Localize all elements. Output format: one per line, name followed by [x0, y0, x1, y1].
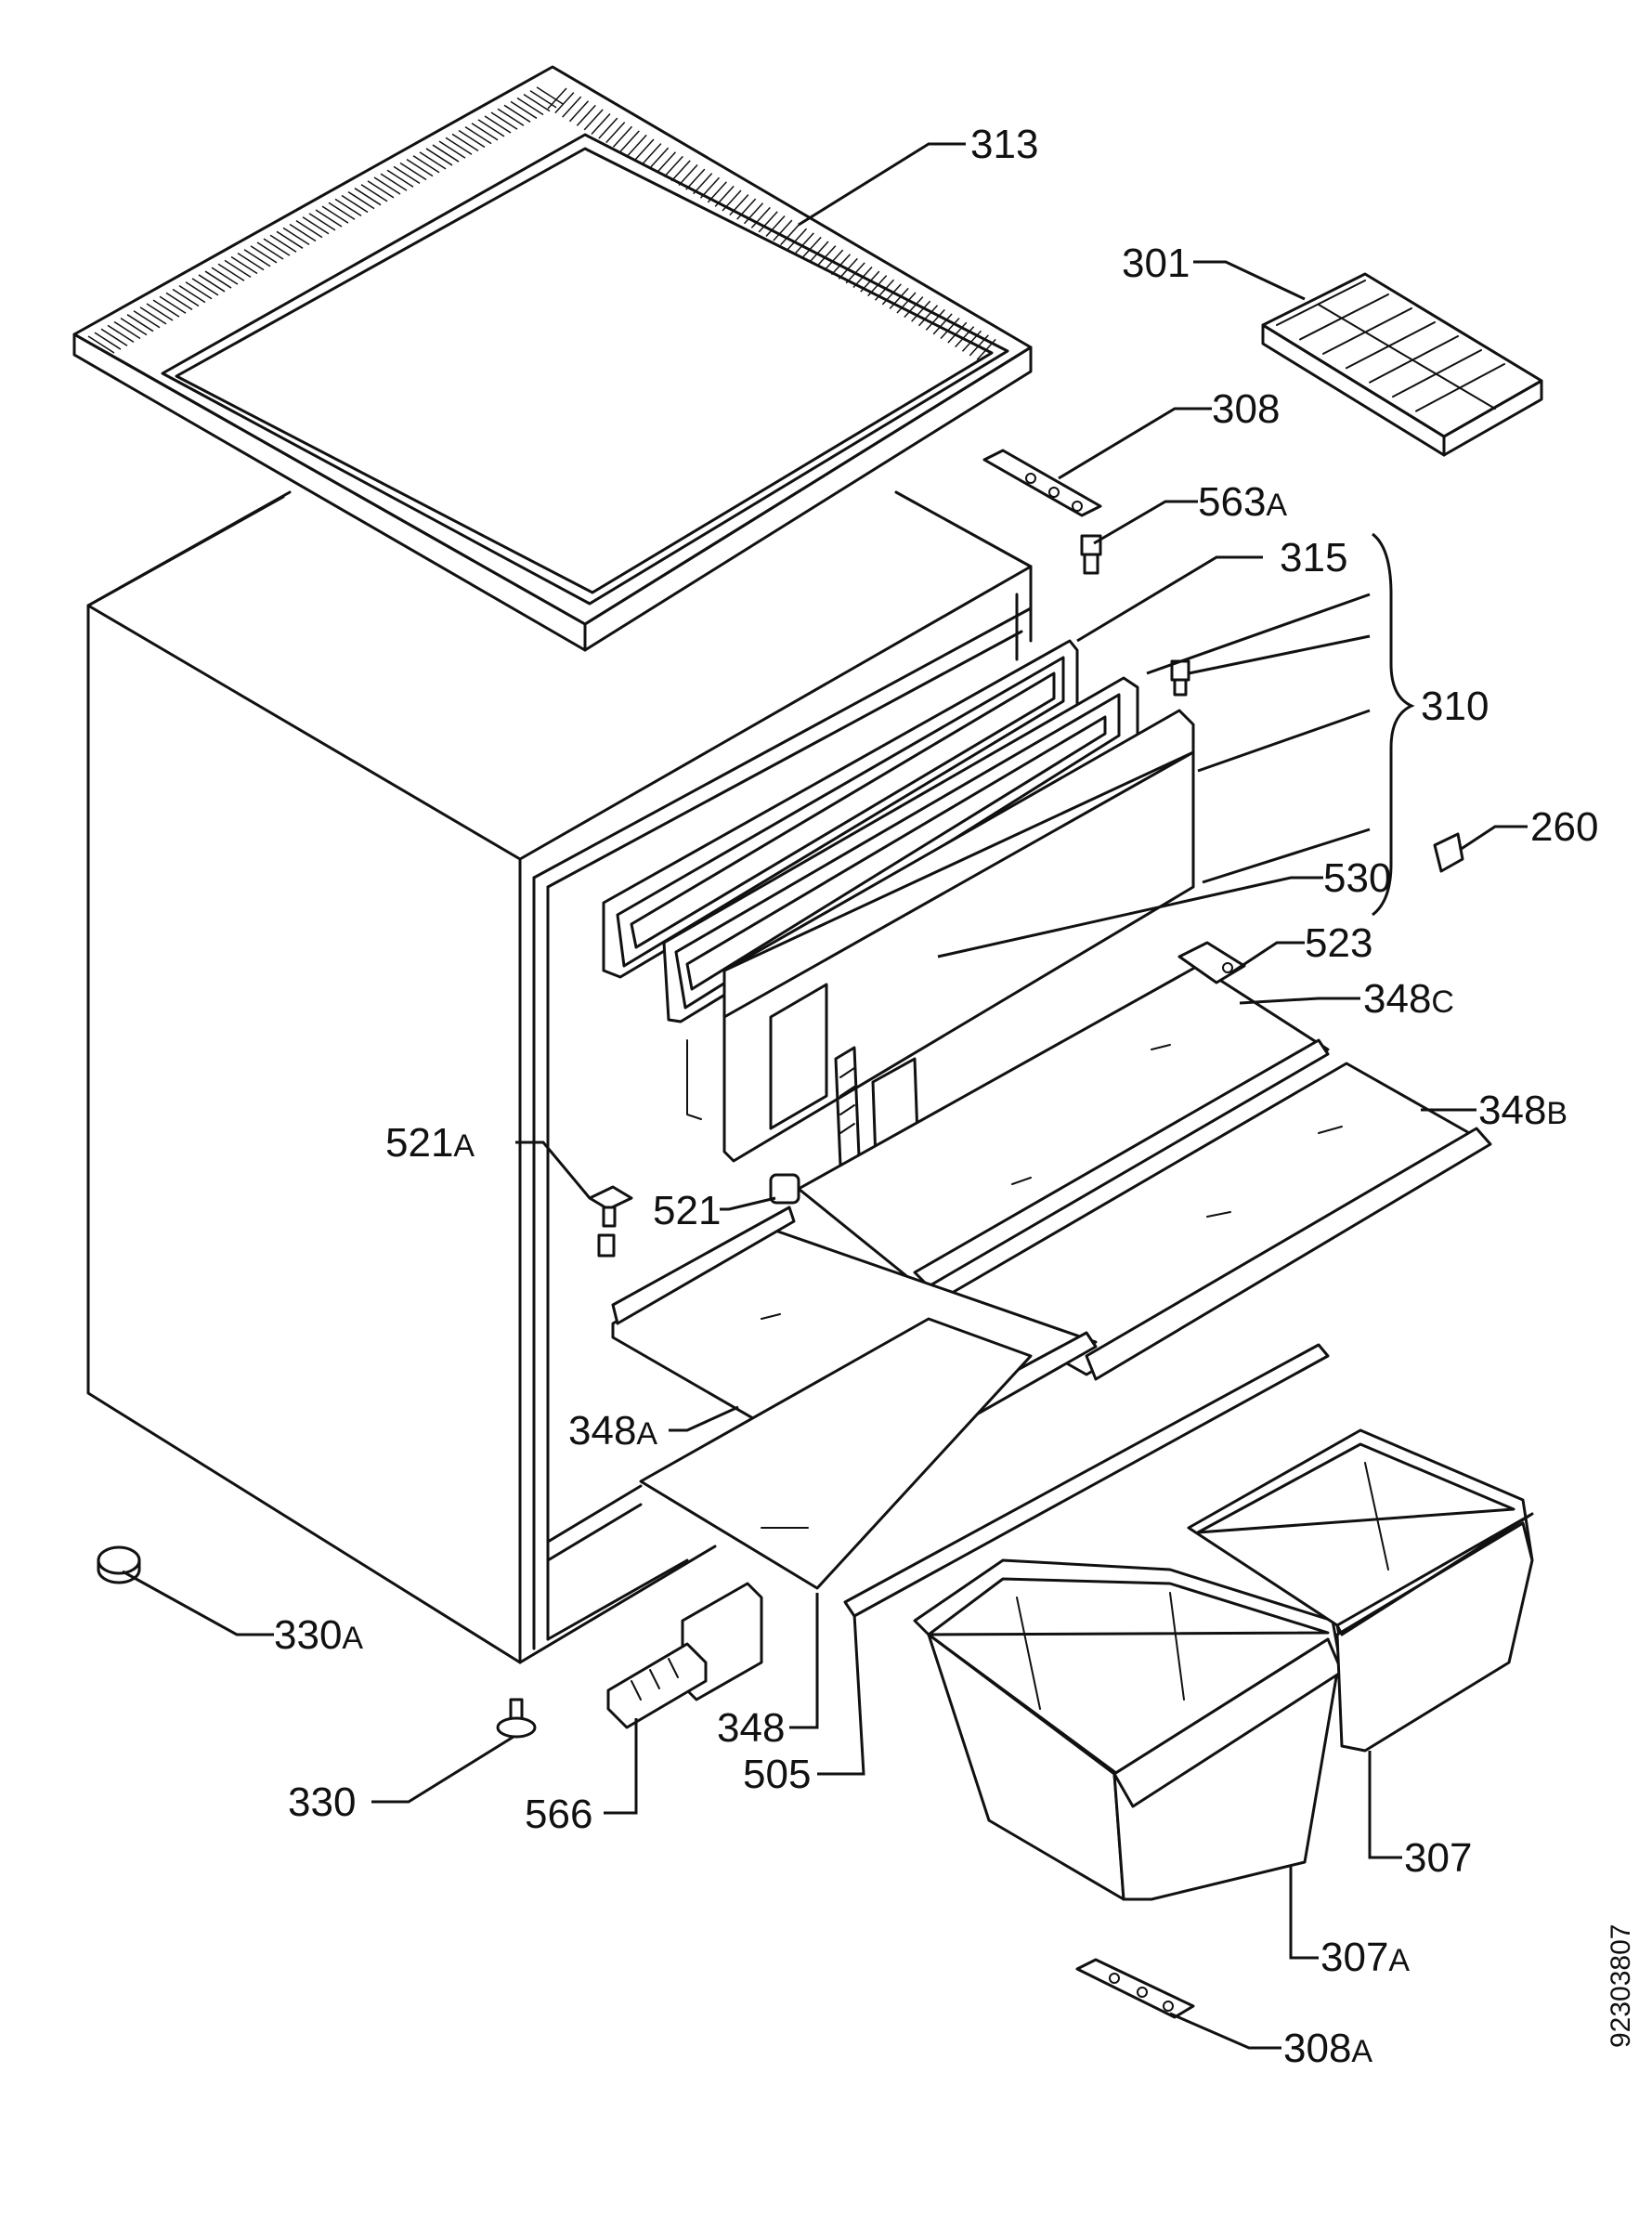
part-bolt-310: [1170, 659, 1190, 697]
part-563a-bolt: [1080, 534, 1102, 575]
label-523: 523: [1305, 920, 1372, 966]
part-523-plug: [1177, 941, 1246, 984]
label-308a: 308A: [1283, 2026, 1372, 2071]
part-330-screw-foot: [496, 1698, 537, 1739]
part-348-glass-shelf: [639, 1317, 1033, 1590]
part-307a-crisper-drawer: [913, 1558, 1344, 1901]
part-521-catch: [769, 1173, 800, 1205]
label-530: 530: [1323, 855, 1391, 901]
label-308: 308: [1212, 386, 1280, 432]
label-307a: 307A: [1320, 1935, 1410, 1980]
label-563a: 563A: [1198, 479, 1287, 525]
part-566-bracket: [606, 1582, 763, 1729]
label-310: 310: [1421, 684, 1489, 729]
ice-tray-compartments: [1276, 280, 1505, 412]
part-308a-hinge: [1075, 1958, 1195, 2019]
label-313: 313: [970, 122, 1038, 167]
label-330: 330: [288, 1779, 356, 1825]
label-330a: 330A: [274, 1612, 363, 1658]
part-308-hinge: [982, 449, 1102, 517]
part-307-crisper-drawer: [1187, 1428, 1534, 1753]
label-505: 505: [743, 1752, 811, 1797]
label-348a: 348A: [568, 1408, 657, 1453]
label-315: 315: [1280, 535, 1347, 580]
label-348: 348: [717, 1705, 785, 1751]
cabinet-body: [86, 490, 1033, 1664]
part-260-clip: [1433, 832, 1464, 873]
label-348c: 348C: [1363, 976, 1454, 1022]
part-330a-foot: [97, 1545, 141, 1584]
label-348b: 348B: [1478, 1088, 1567, 1133]
label-301: 301: [1122, 241, 1190, 286]
label-521a: 521A: [385, 1120, 475, 1166]
part-301-ice-tray: [1261, 272, 1543, 457]
document-number: 92303807: [1606, 1924, 1636, 2048]
grille-hatching: [87, 86, 996, 360]
part-521a-catch: [588, 1185, 633, 1258]
leader-lines: [122, 142, 1528, 2050]
label-521: 521: [653, 1188, 721, 1233]
label-260: 260: [1530, 804, 1598, 850]
part-505-trim-strip: [843, 1343, 1330, 1618]
label-566: 566: [525, 1792, 592, 1837]
part-313-worktop: [72, 65, 1033, 652]
label-307: 307: [1404, 1835, 1472, 1881]
